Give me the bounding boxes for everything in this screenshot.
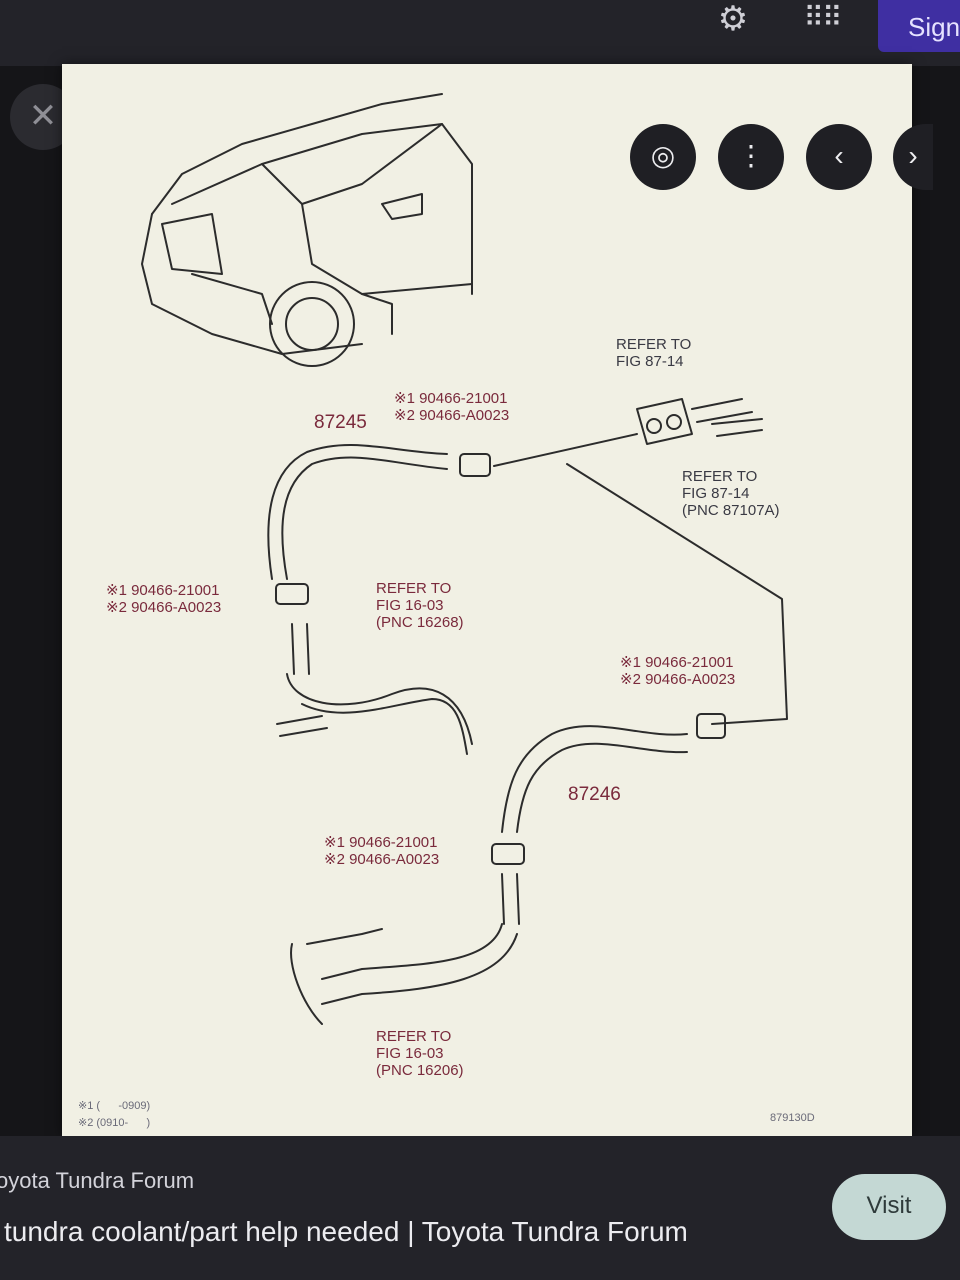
refer-label-right: REFER TO FIG 87-14 (PNC 87107A) <box>682 468 780 519</box>
footnote: ※1 ( -0909) ※2 (0910- ) <box>78 1100 151 1129</box>
sign-in-button[interactable]: Sign <box>878 0 960 52</box>
chevron-left-icon[interactable]: ‹ <box>806 124 872 190</box>
part-number-87245: 87245 <box>314 412 367 433</box>
refer-label-top: REFER TO FIG 87-14 <box>616 336 692 370</box>
lens-icon[interactable]: ◎ <box>630 124 696 190</box>
clamp-label-bottom: ※1 90466-21001 ※2 90466-A0023 <box>324 834 440 868</box>
truck-sketch <box>141 93 473 367</box>
result-title-link[interactable]: tundra coolant/part help needed | Toyota… <box>4 1216 688 1247</box>
more-vert-icon[interactable]: ⋮ <box>718 124 784 190</box>
refer-label-bottom: REFER TO FIG 16-03 (PNC 16206) <box>376 1028 464 1079</box>
refer-label-mid: REFER TO FIG 16-03 (PNC 16268) <box>376 580 464 631</box>
visit-button[interactable]: Visit <box>832 1174 946 1240</box>
apps-grid-icon[interactable]: ⠿⠿ <box>803 2 842 33</box>
site-name[interactable]: oyota Tundra Forum <box>0 1168 195 1193</box>
clamp-label-right: ※1 90466-21001 ※2 90466-A0023 <box>620 654 736 688</box>
clamp-label-top: ※1 90466-21001 ※2 90466-A0023 <box>394 390 510 424</box>
gear-icon[interactable]: ⚙ <box>717 0 749 38</box>
top-bar: ⚙ ⠿⠿ Sign <box>0 0 960 66</box>
result-info-panel: oyota Tundra Forum tundra coolant/part h… <box>0 1136 960 1280</box>
parts-diagram: REFER TO FIG 87-14 REFER TO FIG 87-14 (P… <box>62 64 912 1136</box>
part-number-87246: 87246 <box>568 784 621 805</box>
clamp-label-left: ※1 90466-21001 ※2 90466-A0023 <box>106 582 222 616</box>
figure-code: 879130D <box>770 1112 815 1124</box>
diagram-drawing <box>141 93 788 1025</box>
